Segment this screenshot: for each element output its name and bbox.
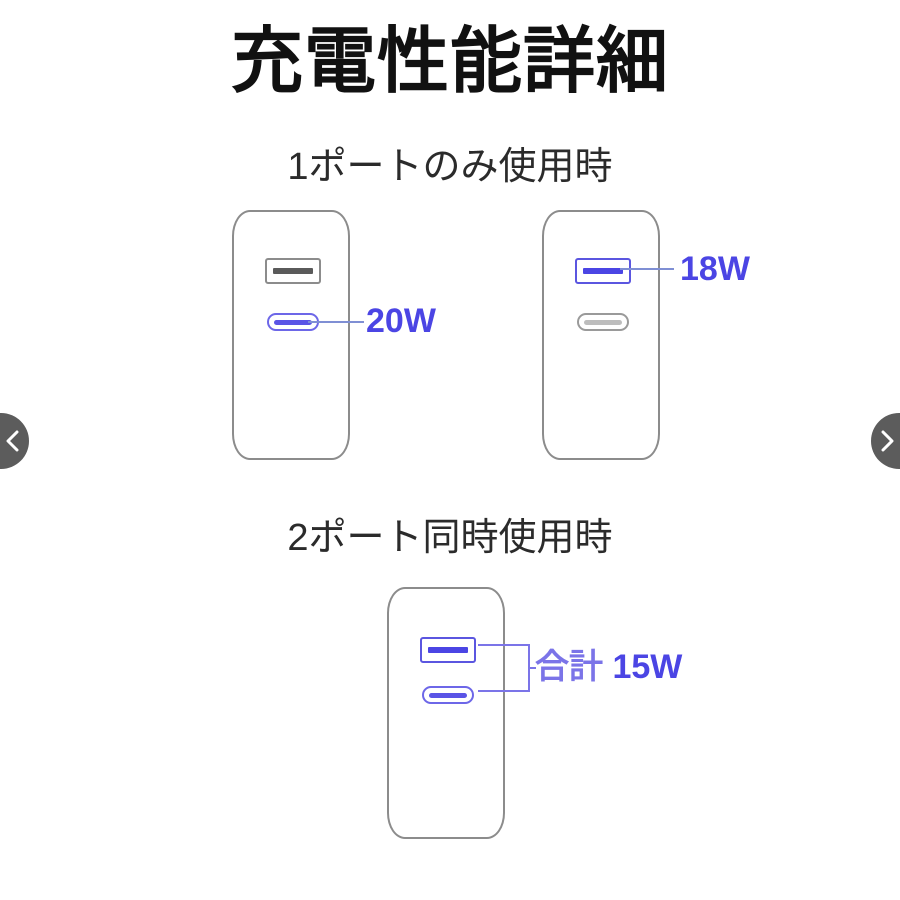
usb-a-port-inactive — [265, 258, 321, 284]
charger-diagram-combined — [387, 587, 505, 839]
chevron-right-icon — [881, 430, 900, 452]
total-label-value: 15W — [612, 648, 683, 686]
usb-a-port-active — [420, 637, 476, 663]
section-heading-two-port: 2ポート同時使用時 — [287, 517, 613, 559]
combined-ports-bracket — [478, 644, 530, 692]
usb-c-contact-bar — [429, 692, 467, 698]
total-label-prefix: 合計 — [535, 648, 613, 686]
wattage-label-20w: 20W — [366, 302, 436, 340]
usb-c-contact-bar — [274, 319, 312, 325]
carousel-next-button[interactable] — [871, 413, 900, 469]
usb-a-port-active — [575, 258, 631, 284]
wattage-label-combined: 合計 15W — [535, 650, 682, 684]
usb-c-port-active — [422, 686, 474, 704]
charger-diagram-20w — [232, 210, 350, 460]
carousel-prev-button[interactable] — [0, 413, 29, 469]
section-heading-one-port: 1ポートのみ使用時 — [287, 146, 613, 188]
leader-line-20w — [308, 321, 364, 323]
page-title: 充電性能詳細 — [230, 22, 669, 102]
usb-c-port-inactive — [577, 313, 629, 331]
usb-a-contact-bar — [583, 268, 623, 274]
usb-a-contact-bar — [273, 268, 313, 274]
leader-line-18w — [620, 268, 674, 270]
chevron-left-icon — [0, 430, 19, 452]
charger-diagram-18w — [542, 210, 660, 460]
usb-c-contact-bar — [584, 319, 622, 325]
usb-a-contact-bar — [428, 647, 468, 653]
combined-bracket-stem — [530, 667, 536, 669]
wattage-label-18w: 18W — [680, 250, 750, 288]
